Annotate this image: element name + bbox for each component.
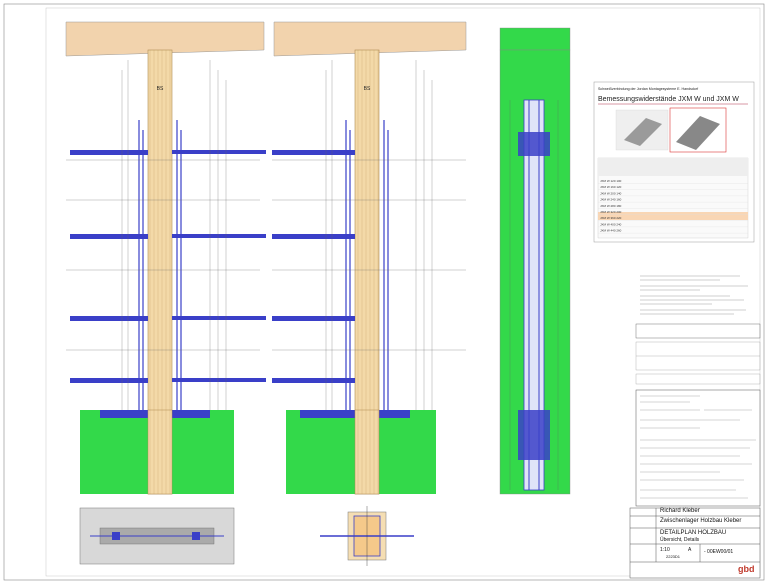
table-row-label: JXM W 360 220 (600, 216, 622, 220)
title-sheet-no: 2223D1 (666, 554, 681, 559)
column-label-a: BS (157, 86, 164, 92)
column-base-b (354, 409, 380, 495)
steel-brace-a6 (172, 234, 266, 238)
title-project: Zwischenlager Holzbau Kleber (660, 518, 742, 524)
title-index: A (688, 547, 692, 553)
steel-brace-a5 (172, 150, 266, 154)
dimension-lines-b (272, 60, 466, 470)
title-owner: Richard Kleber (660, 508, 700, 514)
steel-brace-a2 (70, 234, 148, 239)
revision-table (635, 341, 761, 385)
figure-a-column-section: BS (65, 21, 266, 495)
steel-brace-a4 (70, 378, 148, 383)
table-row-label: JXM W 280 180 (600, 204, 622, 208)
steel-brace-a1 (70, 150, 148, 155)
resistance-table (597, 157, 749, 239)
beam-top-c (499, 27, 571, 51)
table-row-label: JXM W 160 120 (600, 185, 622, 189)
steel-brace-a7 (172, 316, 266, 320)
steel-brace-b2 (272, 234, 355, 239)
table-row-label: JXM W 120 100 (600, 179, 622, 183)
title-scale: 1:10 (660, 547, 670, 553)
title-block (629, 507, 761, 579)
notes-box (635, 323, 761, 339)
inner-frame (45, 7, 761, 577)
sheet-frame (3, 3, 765, 581)
steel-brace-b3 (272, 316, 355, 321)
table-row-label: JXM W 320 200 (600, 210, 622, 214)
steel-brace-a8 (172, 378, 266, 382)
reference-panel: Schweißverbindung der Jordan Montagesyst… (593, 81, 755, 243)
table-row-label: JXM W 240 160 (600, 198, 622, 202)
title-plan: DETAILPLAN HOLZBAU (660, 530, 727, 536)
title-plan-no: - 00EW00/01 (704, 549, 734, 555)
figure-b-column-section: BS (272, 21, 467, 495)
table-row-label: JXM W 440 260 (600, 229, 622, 233)
notes-lines (640, 275, 748, 315)
table-row-label: JXM W 400 240 (600, 222, 622, 226)
roof-beam-b (273, 21, 467, 57)
panel-title: Bemessungswiderstände JXM W und JXM W (598, 96, 739, 103)
title-subtitle: Übersicht, Details (660, 537, 700, 543)
title-logo: gbd (738, 564, 755, 574)
column-label-b: BS (364, 86, 371, 92)
panel-header: Schweißverbindung der Jordan Montagesyst… (598, 87, 698, 91)
dimension-lines-c (509, 100, 559, 490)
roof-beam-a (65, 21, 265, 57)
figure-c-side-elevation (499, 27, 571, 495)
steel-brace-a3 (70, 316, 148, 321)
top-plate-c (518, 132, 550, 156)
base-plate-c (518, 410, 550, 460)
steel-brace-b4 (272, 378, 355, 383)
table-row-label: JXM W 200 140 (600, 191, 622, 195)
plan-detail-left (79, 507, 235, 565)
column-base-a (147, 409, 173, 495)
plan-detail-center (320, 506, 414, 566)
steel-brace-b1 (272, 150, 355, 155)
spec-box (635, 389, 761, 507)
